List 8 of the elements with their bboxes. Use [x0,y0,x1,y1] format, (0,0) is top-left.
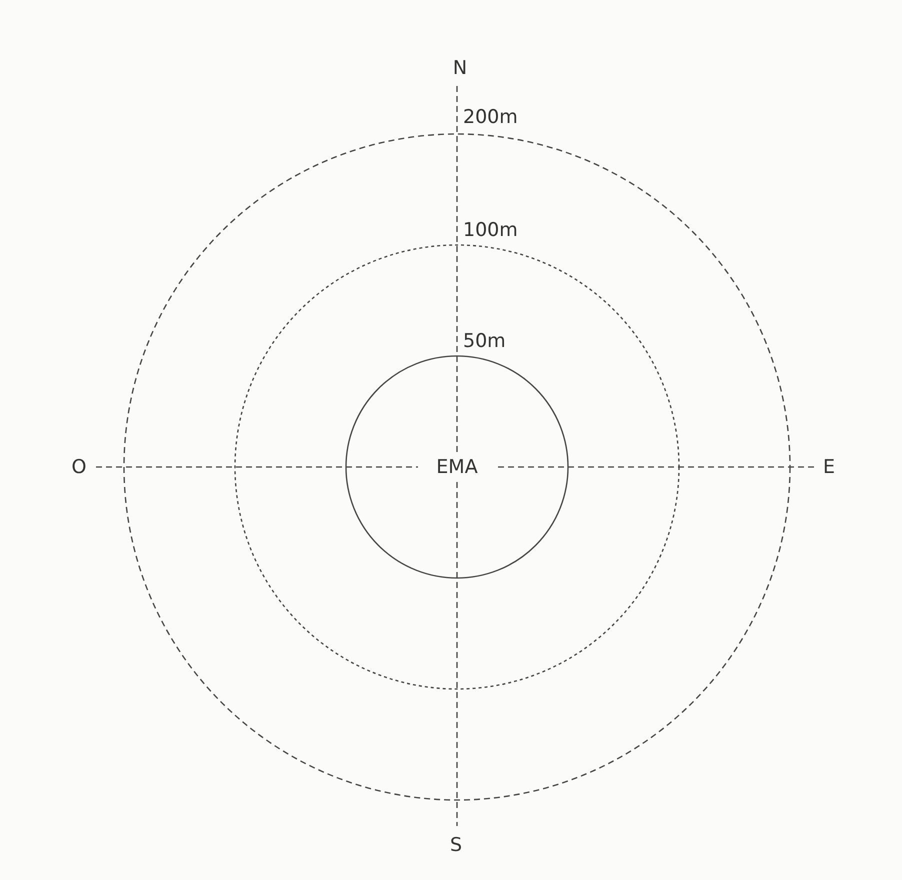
direction-label: E [823,456,835,478]
direction-label: N [452,57,468,79]
center-label: EMA [436,456,478,478]
direction-label: O [72,456,86,478]
distance-label: 50m [463,330,506,352]
direction-label: S [450,834,462,856]
distance-label: 100m [463,219,518,241]
distance-label: 200m [463,106,518,128]
